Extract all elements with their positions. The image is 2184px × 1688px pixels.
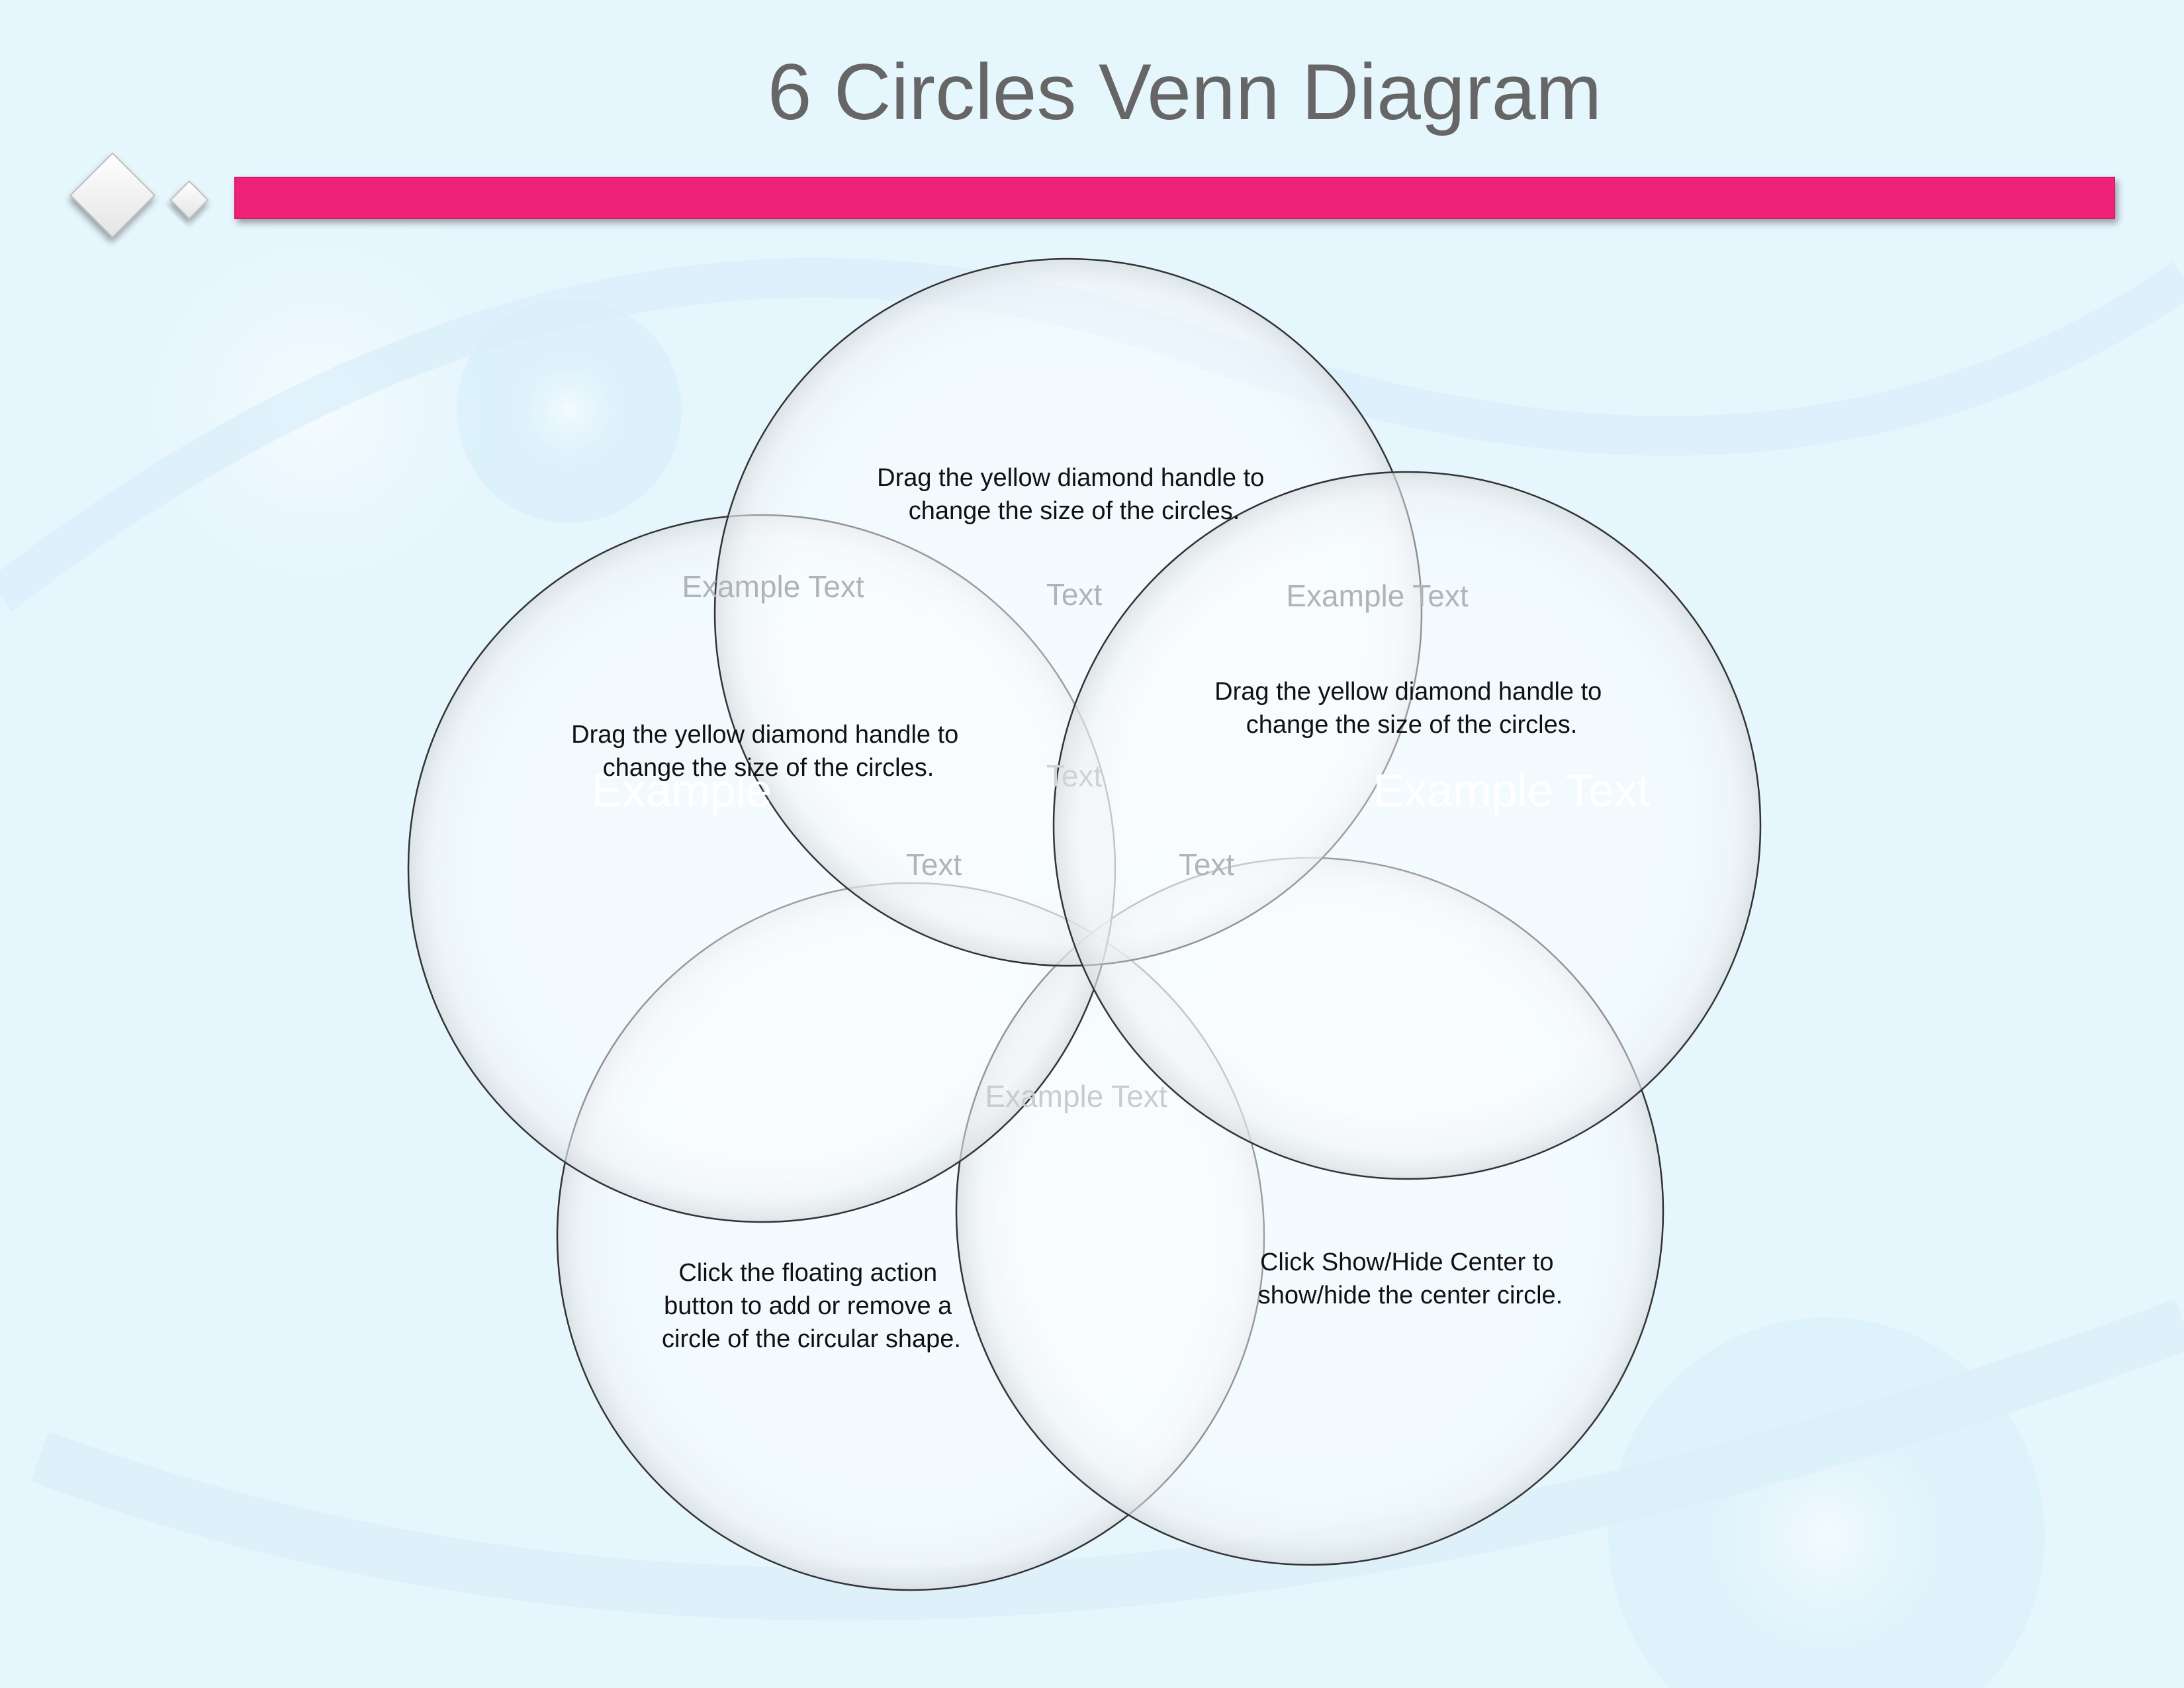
- example-text-right-white: Example Text: [1373, 765, 1651, 816]
- instruction-right-line-1: Drag the yellow diamond handle to: [1214, 678, 1602, 706]
- page-title: 6 Circles Venn Diagram: [767, 48, 1602, 136]
- instruction-texts: Drag the yellow diamond handle to change…: [571, 464, 1609, 1353]
- header-decoration: [69, 152, 2115, 239]
- faint-labels: Example Text Example Text Example Text T…: [592, 569, 1651, 1113]
- instruction-left-line-2: change the size of the circles.: [603, 754, 934, 782]
- text-label-right: Text: [1179, 847, 1235, 882]
- circle-right[interactable]: [1052, 471, 1762, 1180]
- instruction-bottom-right-line-2: show/hide the center circle.: [1258, 1282, 1563, 1309]
- diamond-small-icon: [169, 180, 209, 220]
- instruction-bottom-left-line-1: Click the floating action: [678, 1259, 937, 1287]
- instruction-top-line-2: change the size of the circles.: [909, 497, 1240, 525]
- example-text-left-top: Example Text: [682, 569, 864, 604]
- instruction-right-line-2: change the size of the circles.: [1246, 711, 1578, 739]
- text-label-mid: Text: [1046, 759, 1103, 793]
- instruction-bottom-left-line-3: circle of the circular shape.: [662, 1325, 961, 1353]
- example-text-left-white: Example: [592, 765, 772, 816]
- instruction-right: Drag the yellow diamond handle to change…: [1214, 678, 1609, 739]
- text-label-left: Text: [906, 847, 962, 882]
- instruction-bottom-left: Click the floating action button to add …: [662, 1259, 961, 1353]
- instruction-bottom-right-line-1: Click Show/Hide Center to: [1260, 1248, 1554, 1276]
- instruction-bottom-left-line-2: button to add or remove a: [664, 1292, 952, 1320]
- instruction-left: Drag the yellow diamond handle to change…: [571, 721, 966, 782]
- example-text-right-top: Example Text: [1286, 579, 1469, 613]
- accent-bar: [234, 177, 2115, 219]
- venn-circles: [407, 258, 1762, 1591]
- instruction-top-line-1: Drag the yellow diamond handle to: [877, 464, 1264, 492]
- text-label-top: Text: [1046, 577, 1103, 612]
- instruction-top: Drag the yellow diamond handle to change…: [877, 464, 1271, 525]
- instruction-left-line-1: Drag the yellow diamond handle to: [571, 721, 958, 749]
- diamond-large-icon: [69, 152, 156, 239]
- instruction-bottom-right: Click Show/Hide Center to show/hide the …: [1258, 1248, 1563, 1309]
- example-text-center: Example Text: [985, 1079, 1167, 1113]
